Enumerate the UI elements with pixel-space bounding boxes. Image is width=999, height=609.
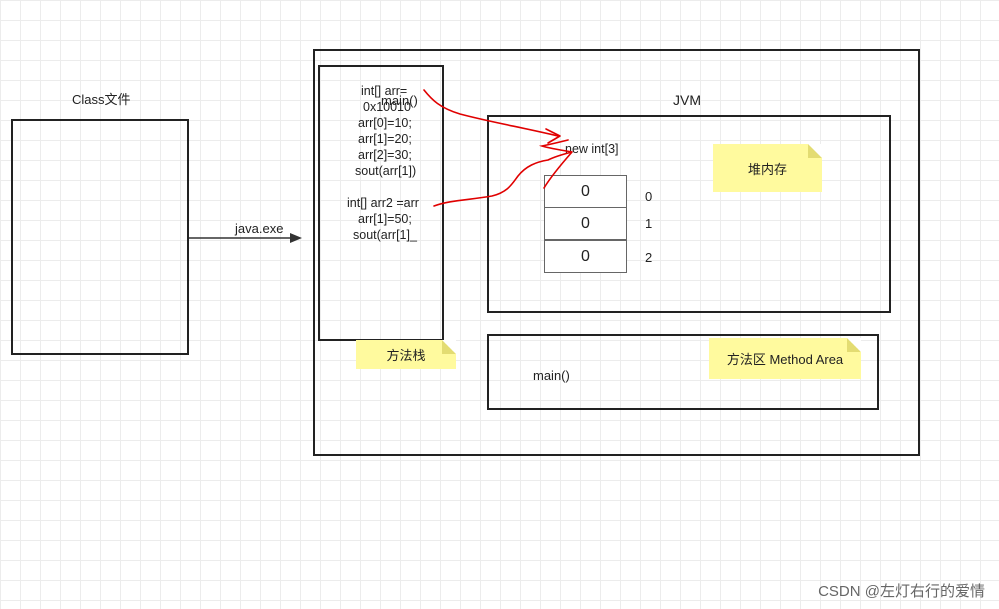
array-index: 0 xyxy=(645,189,653,204)
java-exe-label: java.exe xyxy=(235,221,284,236)
code-line: arr[1]=50; xyxy=(358,212,412,226)
array-cell: 0 xyxy=(544,240,627,273)
heap-expr: new int[3] xyxy=(565,142,619,156)
code-line: int[] arr2 =arr xyxy=(347,196,419,210)
arrowhead-mark xyxy=(545,128,561,144)
array-cell: 0 xyxy=(544,175,627,208)
arr2-tail-mark xyxy=(543,151,573,189)
method-area-main-label: main() xyxy=(533,368,570,383)
method-stack-note-label: 方法栈 xyxy=(386,348,426,363)
code-line: arr[0]=10; xyxy=(358,116,412,130)
array-index: 1 xyxy=(645,216,653,231)
method-area-note: 方法区 Method Area xyxy=(709,338,861,379)
heap-note: 堆内存 xyxy=(713,144,822,192)
class-file-label: Class文件 xyxy=(72,92,131,107)
code-line: int[] arr= xyxy=(361,84,408,98)
code-line: sout(arr[1]_ xyxy=(353,228,417,242)
stack-main-label: main() xyxy=(381,93,418,108)
arr-reference-arrow xyxy=(423,89,559,137)
array-cell: 0 xyxy=(544,207,627,240)
arr2-reference-arrow xyxy=(433,139,573,207)
watermark: CSDN @左灯右行的爱情 xyxy=(818,583,985,600)
jvm-label: JVM xyxy=(673,92,701,108)
heap-note-label: 堆内存 xyxy=(747,161,787,177)
code-line: arr[1]=20; xyxy=(358,132,412,146)
array-index: 2 xyxy=(645,250,653,265)
code-line: sout(arr[1]) xyxy=(355,164,417,178)
method-stack-note: 方法栈 xyxy=(356,340,456,369)
method-area-note-label: 方法区 Method Area xyxy=(726,352,844,367)
code-line: 0x10010 xyxy=(363,100,411,114)
java-exe-arrow xyxy=(189,233,302,243)
heap-box xyxy=(487,115,891,313)
method-area-box xyxy=(487,334,879,410)
class-file-box xyxy=(11,119,189,355)
jvm-box xyxy=(313,49,920,456)
code-line: arr[2]=30; xyxy=(358,148,412,162)
